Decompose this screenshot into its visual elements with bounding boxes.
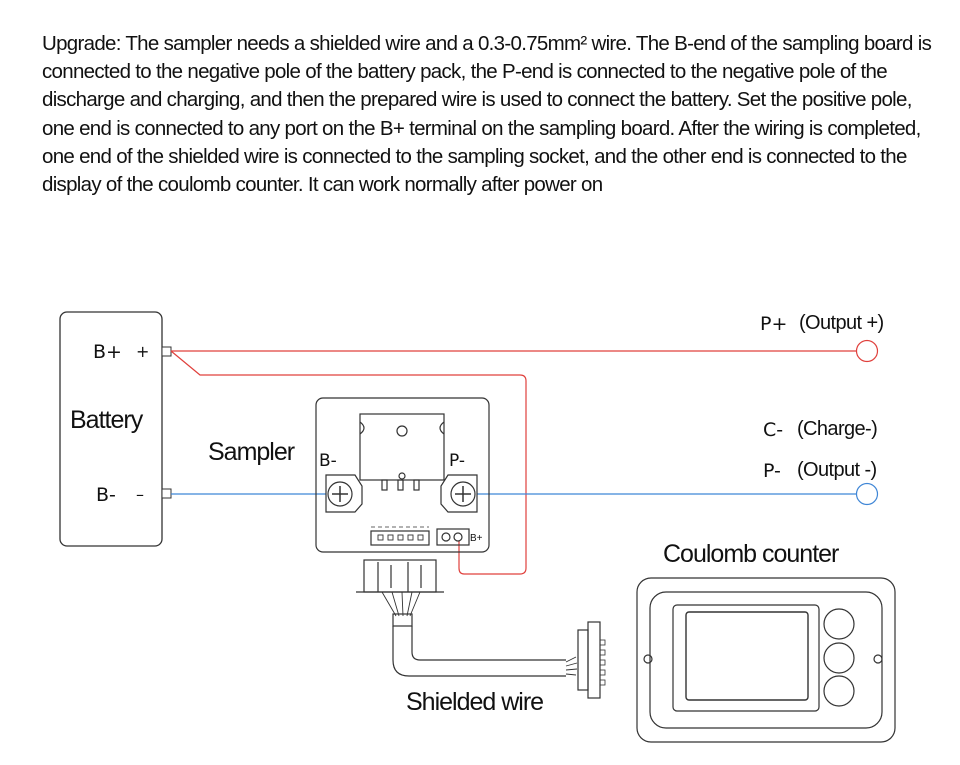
output-negative-terminal: [855, 482, 879, 506]
battery-negative-post: [161, 488, 172, 499]
battery-negative-terminal-label: B-: [96, 484, 116, 506]
sampler-pminus-label: P-: [449, 451, 465, 471]
sampler-bplus-label: B+: [470, 533, 483, 544]
p-plus-description: (Output +): [799, 312, 884, 334]
battery-negative-sign: –: [136, 485, 144, 504]
coulomb-counter-label: Coulomb counter: [663, 540, 839, 568]
battery-positive-post: [161, 346, 172, 357]
coulomb-counter: [636, 577, 896, 743]
c-minus-description: (Charge-): [797, 418, 877, 440]
c-minus-code: C-: [763, 419, 783, 441]
shielded-wire-label: Shielded wire: [406, 688, 543, 716]
output-positive-terminal: [855, 339, 879, 363]
sampler-label: Sampler: [208, 438, 295, 466]
intro-paragraph: Upgrade: The sampler needs a shielded wi…: [42, 32, 932, 197]
sampler-bplus-wire: [170, 350, 527, 575]
shielded-wire: [381, 591, 606, 699]
p-minus-description: (Output -): [797, 459, 877, 481]
p-plus-code: P+: [760, 313, 787, 335]
battery-block: Battery B+ + B- –: [59, 311, 172, 547]
p-minus-code: P-: [763, 460, 781, 482]
battery-positive-sign: +: [136, 342, 149, 361]
battery-positive-terminal-label: B+: [93, 341, 122, 363]
sampler-board: [315, 397, 490, 593]
battery-label: Battery: [70, 406, 144, 434]
sampler-bminus-label: B-: [319, 451, 337, 471]
positive-wires: [170, 339, 879, 575]
negative-wires: [171, 482, 879, 506]
